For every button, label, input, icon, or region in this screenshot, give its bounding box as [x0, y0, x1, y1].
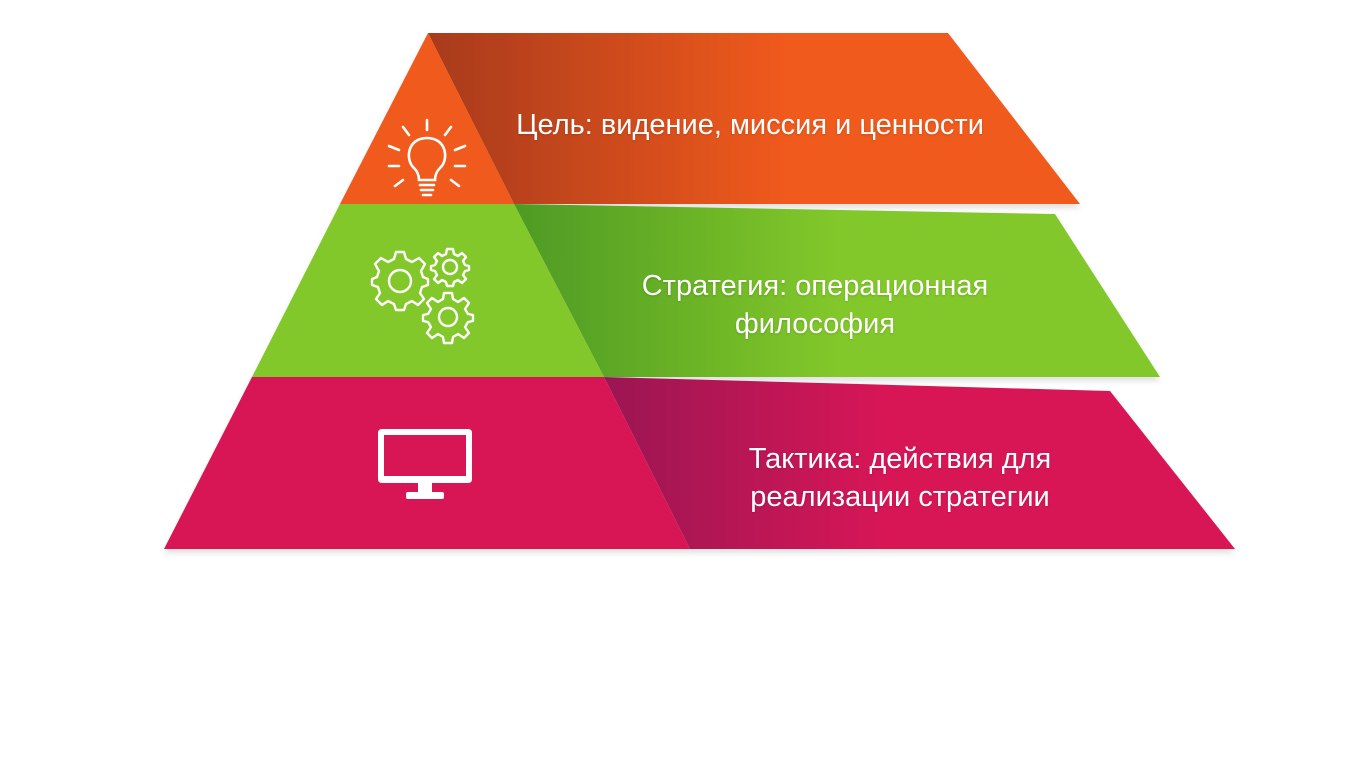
tier-tactics-left-face: [164, 377, 690, 549]
monitor-icon: [378, 429, 472, 499]
tier-goal-label-line-1: Цель: видение, миссия и ценности: [516, 109, 984, 141]
tier-goal: [340, 33, 1080, 204]
tier-strategy-label-line-2: философия: [734, 308, 896, 340]
tier-strategy-label: Стратегия: операционная философия: [615, 267, 1015, 343]
tier-goal-left-face: [340, 33, 514, 204]
tier-tactics-label-line-1: Тактика: действия для: [748, 443, 1052, 475]
tier-strategy-right-band: [514, 204, 1160, 377]
tier-tactics-label-line-2: реализации стратегии: [750, 481, 1050, 513]
tier-tactics: [164, 377, 1235, 549]
tier-strategy: [252, 204, 1160, 377]
tier-strategy-left-face: [252, 204, 604, 377]
tier-tactics-right-band: [604, 377, 1235, 549]
tier-goal-label: Цель: видение, миссия и ценности: [500, 106, 1000, 144]
lightbulb-icon: [387, 118, 467, 197]
tier-strategy-label-line-1: Стратегия: операционная: [641, 270, 989, 302]
tier-tactics-label: Тактика: действия для реализации стратег…: [700, 440, 1100, 516]
tier-goal-right-band: [428, 33, 1080, 204]
gears-icon: [370, 247, 475, 345]
